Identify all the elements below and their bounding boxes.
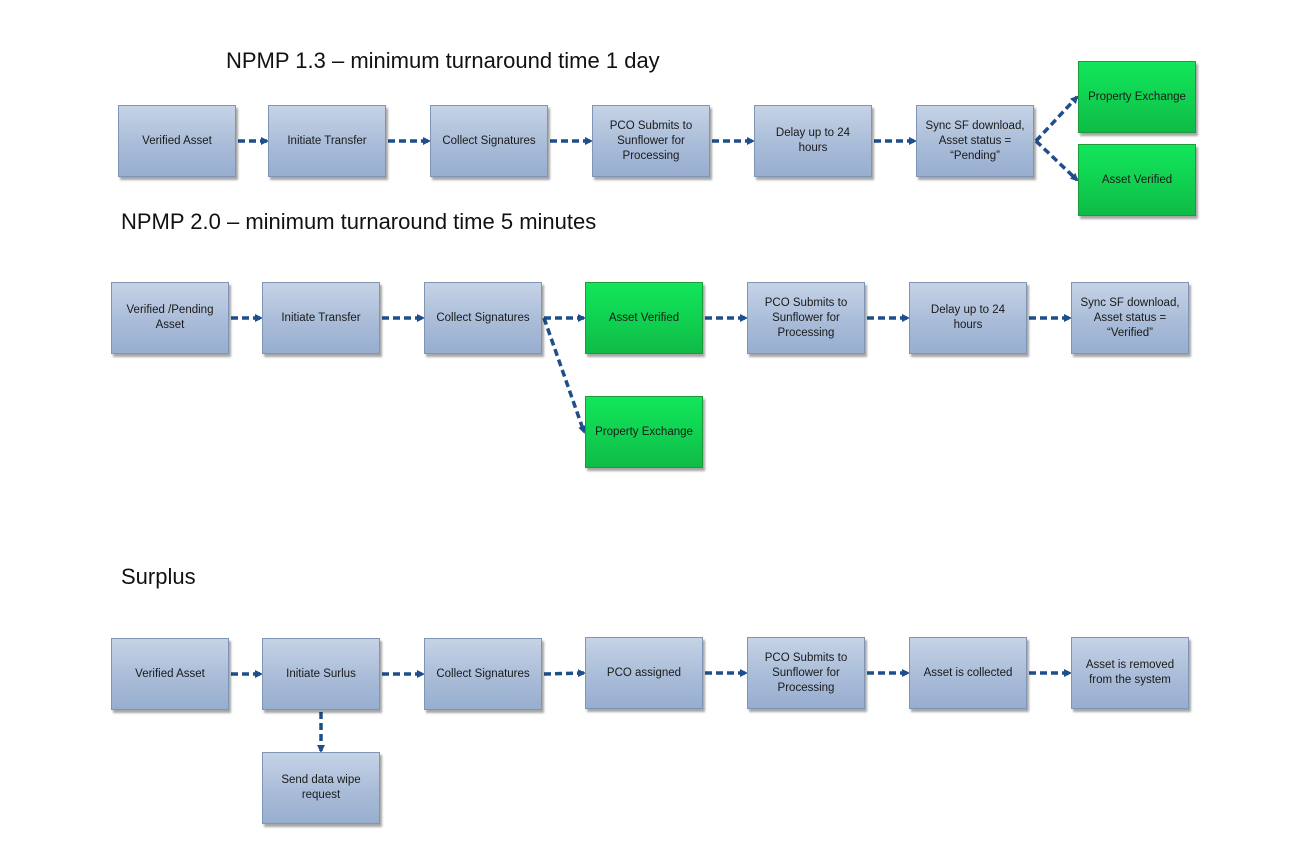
- flow-box: Verified Asset: [111, 638, 229, 710]
- flow-box: Initiate Surlus: [262, 638, 380, 710]
- flow-box: Delay up to 24 hours: [754, 105, 872, 177]
- flow-box: Asset is collected: [909, 637, 1027, 709]
- flow-box: Verified /Pending Asset: [111, 282, 229, 354]
- flow-box: PCO Submits to Sunflower for Processing: [592, 105, 710, 177]
- flow-box: Collect Signatures: [430, 105, 548, 177]
- flow-box: Send data wipe request: [262, 752, 380, 824]
- flow-box: PCO Submits to Sunflower for Processing: [747, 282, 865, 354]
- flow-box: Collect Signatures: [424, 282, 542, 354]
- flow-box-outcome: Property Exchange: [1078, 61, 1196, 133]
- flow-box: Asset is removed from the system: [1071, 637, 1189, 709]
- section-title-npmp-2-0: NPMP 2.0 – minimum turnaround time 5 min…: [121, 209, 597, 234]
- flow-box: PCO Submits to Sunflower for Processing: [747, 637, 865, 709]
- flow-box: Delay up to 24 hours: [909, 282, 1027, 354]
- flow-box: Initiate Transfer: [268, 105, 386, 177]
- flow-box: Collect Signatures: [424, 638, 542, 710]
- flow-box: Sync SF download, Asset status = “Verifi…: [1071, 282, 1189, 354]
- section-title-surplus: Surplus: [121, 564, 196, 589]
- section-title-npmp-1-3: NPMP 1.3 – minimum turnaround time 1 day: [226, 48, 660, 73]
- flow-arrow: [543, 669, 586, 678]
- flow-box-outcome: Asset Verified: [1078, 144, 1196, 216]
- flow-box-outcome: Property Exchange: [585, 396, 703, 468]
- flow-box-outcome: Asset Verified: [585, 282, 703, 354]
- flow-box: PCO assigned: [585, 637, 703, 709]
- flow-box: Initiate Transfer: [262, 282, 380, 354]
- flow-arrow: [1034, 139, 1079, 182]
- flow-arrow: [542, 317, 586, 434]
- flow-box: Sync SF download, Asset status = “Pendin…: [916, 105, 1034, 177]
- flow-arrow: [1034, 95, 1079, 143]
- flow-box: Verified Asset: [118, 105, 236, 177]
